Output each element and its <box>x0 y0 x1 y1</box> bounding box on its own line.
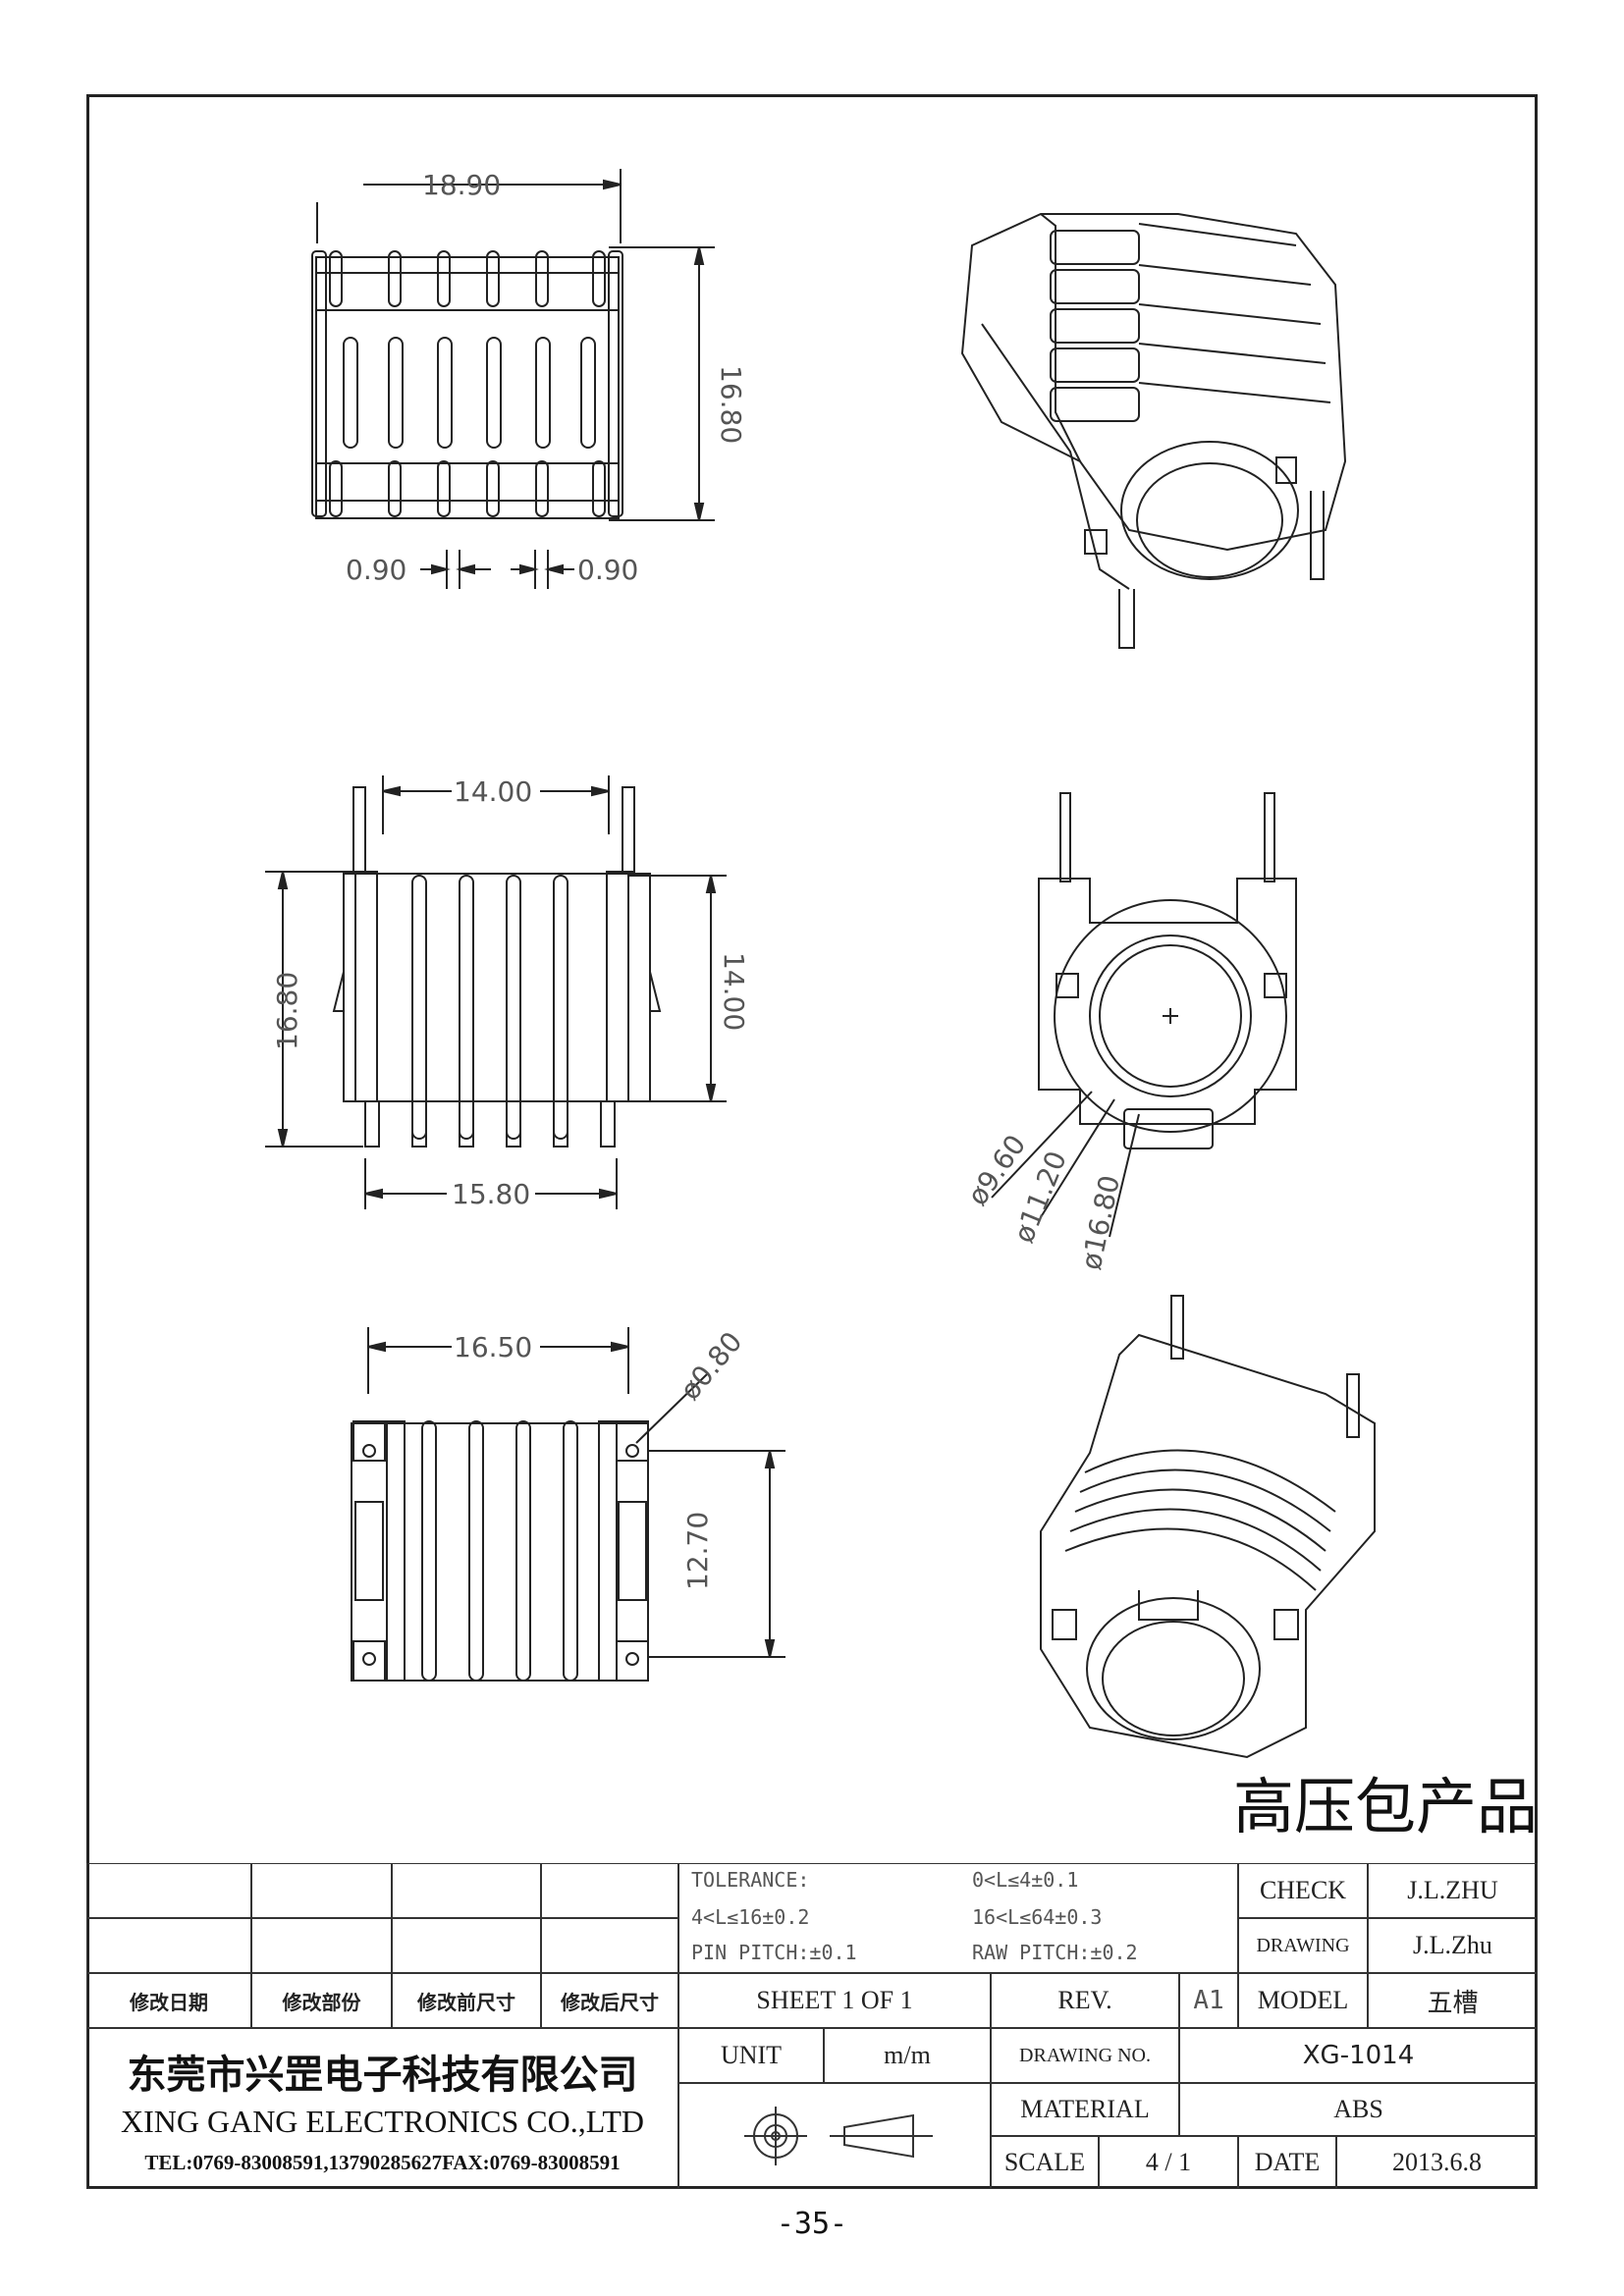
scale-value: 4 / 1 <box>1099 2136 1238 2189</box>
pin-pitch: PIN PITCH:±0.1 <box>691 1941 857 1964</box>
company-contact: TEL:0769-83008591,13790285627FAX:0769-83… <box>144 2151 621 2174</box>
front-view: 14.00 16.80 14.00 1 <box>265 775 750 1211</box>
dim-bot-pin-dia: ø0.80 <box>674 1325 748 1406</box>
dim-top-pitch-right: 0.90 <box>577 554 638 586</box>
rev-header-after: 修改后尺寸 <box>541 1973 678 2028</box>
drawing-no-value: XG-1014 <box>1179 2028 1538 2083</box>
material-label: MATERIAL <box>991 2083 1179 2136</box>
dim-top-width: 18.90 <box>422 169 501 201</box>
unit-value: m/m <box>824 2028 991 2083</box>
tolerance-range-3: 16<L≤64±0.3 <box>972 1905 1103 1929</box>
end-view: ø9.60 ø11.20 ø16.80 <box>961 792 1297 1272</box>
rev-label: REV. <box>991 1973 1179 2028</box>
rev-cell <box>251 1863 392 1918</box>
dim-mid-bottom-width: 15.80 <box>452 1178 530 1210</box>
sheet-number: SHEET 1 OF 1 <box>678 1973 991 2028</box>
dim-mid-left-height: 16.80 <box>271 972 303 1050</box>
model-value: 五槽 <box>1368 1973 1538 2028</box>
product-title: 高压包产品 <box>1232 1771 1538 1842</box>
tolerance-label: TOLERANCE: <box>691 1868 810 1892</box>
rev-cell <box>392 1918 541 1973</box>
top-view: 18.90 16.80 0.90 <box>245 169 747 589</box>
isometric-view-bottom <box>1040 1295 1376 1759</box>
dim-top-pitch-left: 0.90 <box>346 554 406 586</box>
projection-icon <box>744 2107 933 2165</box>
raw-pitch: RAW PITCH:±0.2 <box>972 1941 1138 1964</box>
rev-value: A1 <box>1179 1973 1238 2028</box>
material-value: ABS <box>1179 2083 1538 2136</box>
scale-label: SCALE <box>991 2136 1099 2189</box>
company-name-cn: 东莞市兴罡电子科技有限公司 <box>127 2052 638 2098</box>
rev-cell <box>86 1863 251 1918</box>
check-value: J.L.ZHU <box>1368 1863 1538 1918</box>
tolerance-range-1: 0<L≤4±0.1 <box>972 1868 1079 1892</box>
tolerance-range-2: 4<L≤16±0.2 <box>691 1905 810 1929</box>
dim-mid-inner-width: 14.00 <box>454 775 532 808</box>
bottom-view: 16.50 ø0.80 12.70 <box>351 1325 785 1682</box>
rev-header-before: 修改前尺寸 <box>392 1973 541 2028</box>
company-block: 东莞市兴罡电子科技有限公司 XING GANG ELECTRONICS CO.,… <box>86 2028 678 2189</box>
title-block: 修改日期 修改部份 修改前尺寸 修改后尺寸 TOLERANCE: 0<L≤4±0… <box>86 1863 1538 2189</box>
drawing-frame <box>86 94 1538 2189</box>
unit-label: UNIT <box>678 2028 824 2083</box>
dim-top-height: 16.80 <box>715 365 747 444</box>
company-name-en: XING GANG ELECTRONICS CO.,LTD <box>120 2104 645 2139</box>
tolerance-block: TOLERANCE: 0<L≤4±0.1 4<L≤16±0.2 16<L≤64±… <box>678 1863 1238 1973</box>
dim-mid-right-height: 14.00 <box>718 952 750 1031</box>
dim-dia-outer: ø16.80 <box>1075 1172 1127 1272</box>
model-label: MODEL <box>1238 1973 1368 2028</box>
rev-cell <box>541 1918 678 1973</box>
rev-header-part: 修改部份 <box>251 1973 392 2028</box>
dim-bot-pin-span: 12.70 <box>681 1512 714 1590</box>
page-number: -35- <box>776 2207 848 2241</box>
drawing-label: DRAWING <box>1238 1918 1368 1973</box>
check-label: CHECK <box>1238 1863 1368 1918</box>
projection-symbol <box>678 2083 991 2189</box>
rev-header-date: 修改日期 <box>86 1973 251 2028</box>
isometric-view-top <box>960 213 1347 649</box>
date-value: 2013.6.8 <box>1336 2136 1538 2189</box>
date-label: DATE <box>1238 2136 1336 2189</box>
rev-cell <box>541 1863 678 1918</box>
dim-bot-width: 16.50 <box>454 1331 532 1363</box>
rev-cell <box>392 1863 541 1918</box>
drawing-value: J.L.Zhu <box>1368 1918 1538 1973</box>
rev-cell <box>251 1918 392 1973</box>
rev-cell <box>86 1918 251 1973</box>
drawing-no-label: DRAWING NO. <box>991 2028 1179 2083</box>
